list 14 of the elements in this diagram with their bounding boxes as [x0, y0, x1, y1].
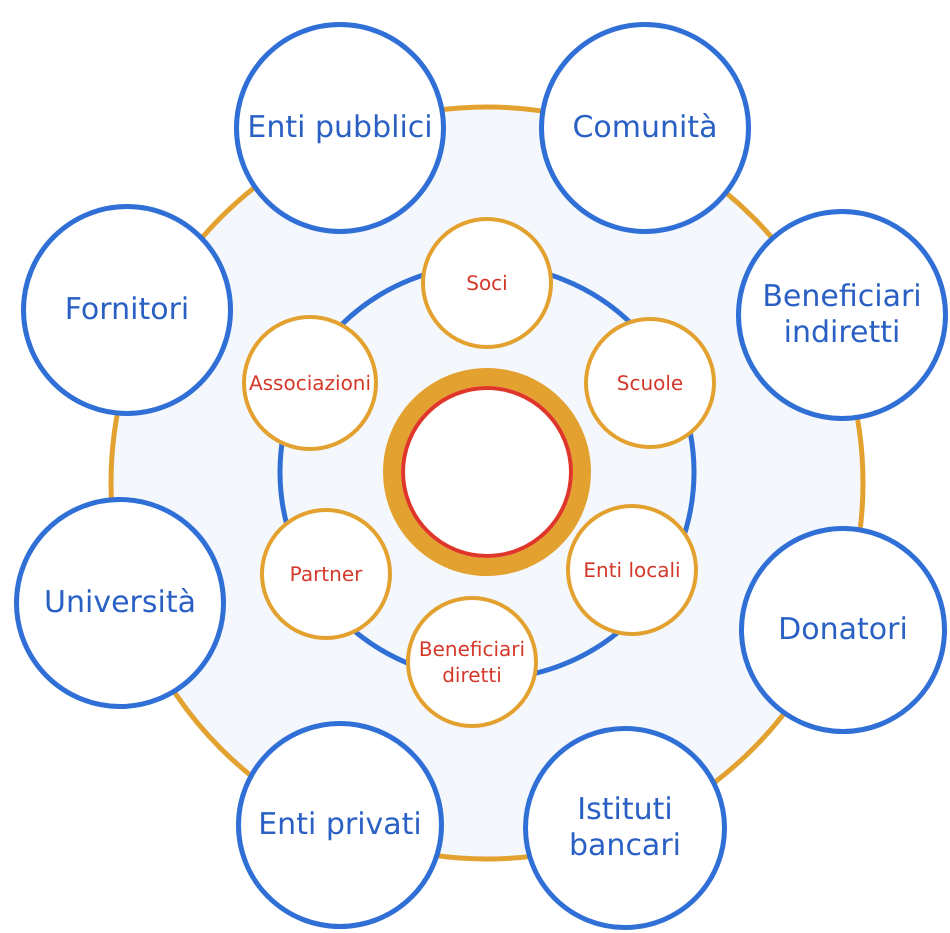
stakeholder-label: Istituti bancari [568, 792, 682, 864]
stakeholder-label: Scuole [616, 370, 684, 396]
stakeholder-label: Fornitori [64, 292, 190, 328]
stakeholder-label: Beneficiari indiretti [761, 279, 923, 351]
stakeholder-label: Donatori [777, 612, 909, 648]
stakeholder-label: Comunità [571, 110, 719, 146]
stakeholder-label: Associazioni [248, 370, 372, 396]
stakeholder-label: Partner [288, 561, 364, 587]
stakeholder-label: Enti pubblici [246, 110, 434, 146]
stakeholder-label: Beneficiari diretti [418, 636, 526, 688]
stakeholder-label: Enti privati [257, 807, 423, 843]
stakeholder-label: Soci [465, 270, 509, 296]
stakeholder-label: Università [43, 585, 197, 621]
stakeholder-label: Enti locali [582, 557, 682, 583]
